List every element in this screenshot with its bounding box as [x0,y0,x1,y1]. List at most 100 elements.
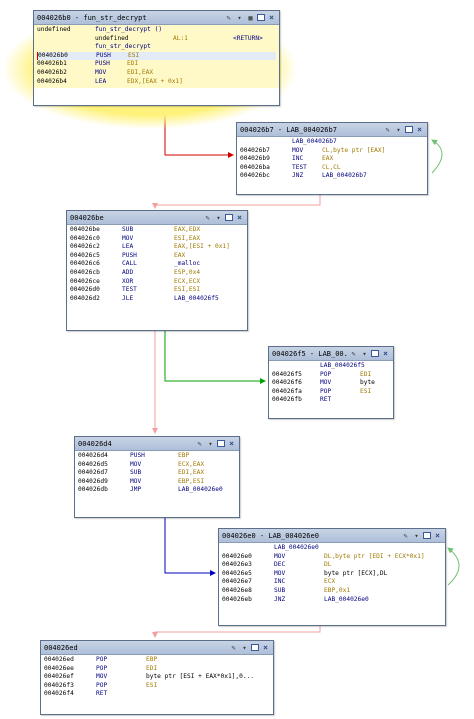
close-icon[interactable]: ⨯ [263,643,268,652]
edit-color-icon[interactable]: ✎ [226,13,231,22]
function-label[interactable]: fun_str_decrypt [95,43,151,51]
restore-window-icon[interactable] [225,214,233,221]
block-titlebar[interactable]: 004026ed ✎ ▾ ⨯ [41,641,273,655]
block-titlebar[interactable]: 004026b0 - fun_str_decrypt ✎ ▾ ▦ ⨯ [34,11,279,25]
edit-color-icon[interactable]: ✎ [385,125,390,134]
edge-b2-b3 [152,193,321,209]
restore-window-icon[interactable] [217,440,225,447]
block-titlebar[interactable]: 004026b7 - LAB_004026b7 ✎ ▾ ⨯ [237,123,427,137]
restore-window-icon[interactable] [405,126,413,133]
chevron-down-icon[interactable]: ▾ [237,13,242,22]
block-titlebar[interactable]: 004026be ✎ ▾ ⨯ [67,211,247,225]
chevron-down-icon[interactable]: ▾ [362,349,367,358]
chevron-down-icon[interactable]: ▾ [208,439,213,448]
close-icon[interactable]: ⨯ [229,439,234,448]
block-title: 004026e0 - LAB_004026e0 [222,531,319,540]
close-icon[interactable]: ⨯ [435,531,440,540]
block-title: 004026be [70,213,104,222]
edge-b6-loop [447,547,460,586]
chevron-down-icon[interactable]: ▾ [216,213,221,222]
close-icon[interactable]: ⨯ [383,349,388,358]
chevron-down-icon[interactable]: ▾ [242,643,247,652]
block-title: 004026ed [44,643,78,652]
signature-return: undefined [37,26,71,33]
code-block-004026e0[interactable]: 004026e0 - LAB_004026e0 ✎ ▾ ⨯ LAB_004026… [218,528,446,626]
edit-color-icon[interactable]: ✎ [231,643,236,652]
close-icon[interactable]: ⨯ [237,213,242,222]
close-icon[interactable]: ⨯ [417,125,422,134]
block-titlebar[interactable]: 004026d4 ✎ ▾ ⨯ [75,437,239,451]
close-icon[interactable]: ⨯ [269,13,274,22]
chevron-down-icon[interactable]: ▾ [414,531,419,540]
chevron-down-icon[interactable]: ▾ [396,125,401,134]
local-name: <RETURN> [233,34,263,42]
local-storage: AL:1 [173,34,188,42]
edit-color-icon[interactable]: ✎ [205,213,210,222]
edit-color-icon[interactable]: ✎ [351,349,356,358]
edge-b2-loop [431,139,443,174]
restore-window-icon[interactable] [371,350,379,357]
edge-b5-b6 [164,516,216,576]
block-label[interactable]: LAB_004026e0 [274,544,319,551]
block-titlebar[interactable]: 004026e0 - LAB_004026e0 ✎ ▾ ⨯ [219,529,445,543]
jump-to-xref-icon[interactable]: ▦ [248,13,253,22]
block-title: 004026b0 - fun_str_decrypt [37,13,147,22]
restore-window-icon[interactable] [251,644,259,651]
block-label[interactable]: LAB_004026f5 [320,362,365,369]
restore-window-icon[interactable] [423,532,431,539]
block-title: 004026d4 [78,439,112,448]
code-block-004026b0[interactable]: 004026b0 - fun_str_decrypt ✎ ▾ ▦ ⨯ undef… [33,10,280,106]
restore-window-icon[interactable] [257,14,265,21]
edit-color-icon[interactable]: ✎ [197,439,202,448]
code-block-004026f5[interactable]: 004026f5 - LAB_00... ✎ ▾ ⨯ LAB_004026f5 … [268,346,394,419]
edit-color-icon[interactable]: ✎ [403,531,408,540]
block-label[interactable]: LAB_004026b7 [292,138,337,145]
signature-name: fun_str_decrypt () [95,26,163,33]
edge-b6-b7 [152,624,321,638]
local-type: undefined [95,34,129,42]
block-titlebar[interactable]: 004026f5 - LAB_00... ✎ ▾ ⨯ [269,347,393,361]
code-block-004026b7[interactable]: 004026b7 - LAB_004026b7 ✎ ▾ ⨯ LAB_004026… [236,122,428,195]
